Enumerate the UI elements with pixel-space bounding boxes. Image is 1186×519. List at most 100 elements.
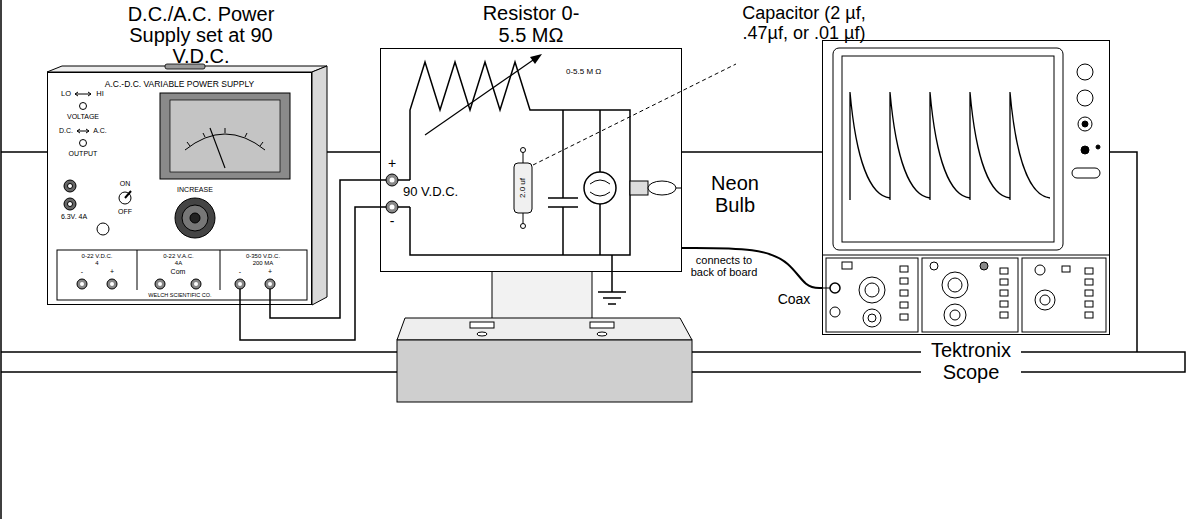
oscilloscope-drawing-part <box>842 56 1054 242</box>
circuit-board-part <box>598 255 626 304</box>
power-supply-drawing-part-part <box>80 282 84 286</box>
coax-cable <box>682 248 822 288</box>
oscilloscope-drawing-part <box>1022 258 1106 332</box>
supply-heading: D.C./A.C. Power Supply set at 90 V.D.C. <box>125 4 277 67</box>
resistor-board: Resistor 0-5.5 MΩ <box>380 48 682 272</box>
circuit-board-part <box>548 110 578 255</box>
oscilloscope-drawing-part <box>1035 265 1045 275</box>
power-supply-drawing-part-part <box>235 279 245 289</box>
label-text: + <box>107 268 117 276</box>
label-text: OUTPUT <box>55 150 111 158</box>
circuit-board-part-part <box>386 174 398 186</box>
label-text: 200 MA <box>222 260 304 267</box>
circuit-board-part <box>530 54 542 64</box>
power-supply-drawing-part <box>312 66 327 305</box>
oscilloscope-drawing-part <box>980 262 988 270</box>
power-supply-drawing-part <box>175 198 215 238</box>
panel-button <box>1000 268 1008 274</box>
label-text: INCREASE <box>163 186 227 194</box>
label-text: 2.0 uf <box>519 173 527 203</box>
panel-button <box>900 302 908 308</box>
label-text: Capacitor (2 µf, .47µf, or .01 µf) <box>740 4 868 44</box>
power-supply-drawing-part <box>64 180 76 192</box>
power-supply-drawing-part <box>182 205 208 231</box>
oscilloscope-drawing-part <box>1077 90 1093 106</box>
label-text: - <box>77 268 87 276</box>
board-stand-part <box>397 318 692 340</box>
panel-title: A.C.-D.C. VARIABLE POWER SUPPLY <box>48 80 311 89</box>
oscilloscope-box: Tektronix Scope <box>822 40 1110 335</box>
power-supply-drawing-part <box>75 92 91 96</box>
circuit-board-part <box>514 163 532 213</box>
circuit-board-part-part <box>390 205 395 210</box>
label-text: 90 V.D.C. <box>403 185 481 199</box>
power-supply-drawing-part <box>97 223 109 235</box>
label-text: VOLTAGE <box>55 113 111 121</box>
power-supply-drawing-part-part <box>107 279 117 289</box>
label-text: + <box>386 156 398 171</box>
panel-button <box>900 266 908 272</box>
label-text: - <box>235 268 245 276</box>
oscilloscope-drawing-part <box>868 314 876 322</box>
oscilloscope-drawing-part <box>833 48 1063 250</box>
power-supply-drawing-part <box>68 202 73 207</box>
circuit-board-part <box>425 58 536 135</box>
circuit-board-part <box>676 188 681 189</box>
oscilloscope-drawing-part <box>900 266 1093 320</box>
oscilloscope-drawing-part <box>850 92 1050 200</box>
panel-button <box>1085 312 1093 318</box>
power-supply-drawing-part <box>80 103 87 110</box>
board-stand-part <box>590 322 614 328</box>
circuit-board-part <box>521 224 526 229</box>
board-heading: Resistor 0-5.5 MΩ <box>471 2 591 46</box>
label-text: HI <box>92 90 108 98</box>
label-text: 0-22 V.A.C. <box>139 253 218 260</box>
circuit-board-part <box>380 48 682 272</box>
label-text: 4 <box>58 260 136 267</box>
oscilloscope-drawing-part <box>822 255 1110 256</box>
power-supply-drawing-part <box>68 184 73 189</box>
scope-heading: Tektronix Scope <box>921 339 1021 383</box>
label-text: ON <box>112 180 138 188</box>
power-supply-drawing-part-part <box>265 279 275 289</box>
circuit-board-part <box>521 148 526 153</box>
power-supply-drawing-part <box>64 198 76 210</box>
power-supply-drawing-part <box>119 192 131 204</box>
power-supply-drawing-part-part <box>268 282 272 286</box>
panel-button <box>900 314 908 320</box>
label-text: 4A <box>139 260 218 267</box>
panel-button <box>1000 312 1008 318</box>
oscilloscope-drawing-part <box>948 278 962 292</box>
board-stand-part <box>470 322 494 328</box>
supply-wire <box>270 180 380 318</box>
circuit-board-part <box>584 172 616 204</box>
label-text: LO <box>58 90 74 98</box>
label-text: D.C. <box>54 127 78 135</box>
label-text: OFF <box>110 208 140 216</box>
label-text: 0-350 V.D.C. <box>222 253 304 260</box>
power-supply-drawing-part <box>47 72 312 305</box>
oscilloscope-drawing <box>822 40 1110 335</box>
oscilloscope-drawing-part <box>863 309 881 327</box>
oscilloscope-drawing-part <box>922 258 1018 332</box>
oscilloscope-drawing-part <box>1062 266 1070 272</box>
circuit-board-part <box>533 64 736 165</box>
label-text: WELCH SCIENTIFIC CO. <box>140 292 220 298</box>
circuit-board-part <box>648 181 676 195</box>
circuit-board-part <box>390 178 395 210</box>
label-text: 0-22 V.D.C. <box>58 253 136 260</box>
label-text: connects to back of board <box>686 254 762 278</box>
oscilloscope-drawing-part <box>950 310 960 320</box>
oscilloscope-drawing-part <box>1072 168 1100 178</box>
board-stand <box>397 266 692 402</box>
board-stand-part <box>597 332 607 336</box>
circuit-board-part <box>386 174 398 213</box>
oscilloscope-drawing-part <box>944 304 966 326</box>
waveform-trace <box>850 92 1050 200</box>
oscilloscope-drawing-part <box>830 283 840 293</box>
label-text: - <box>386 214 398 229</box>
